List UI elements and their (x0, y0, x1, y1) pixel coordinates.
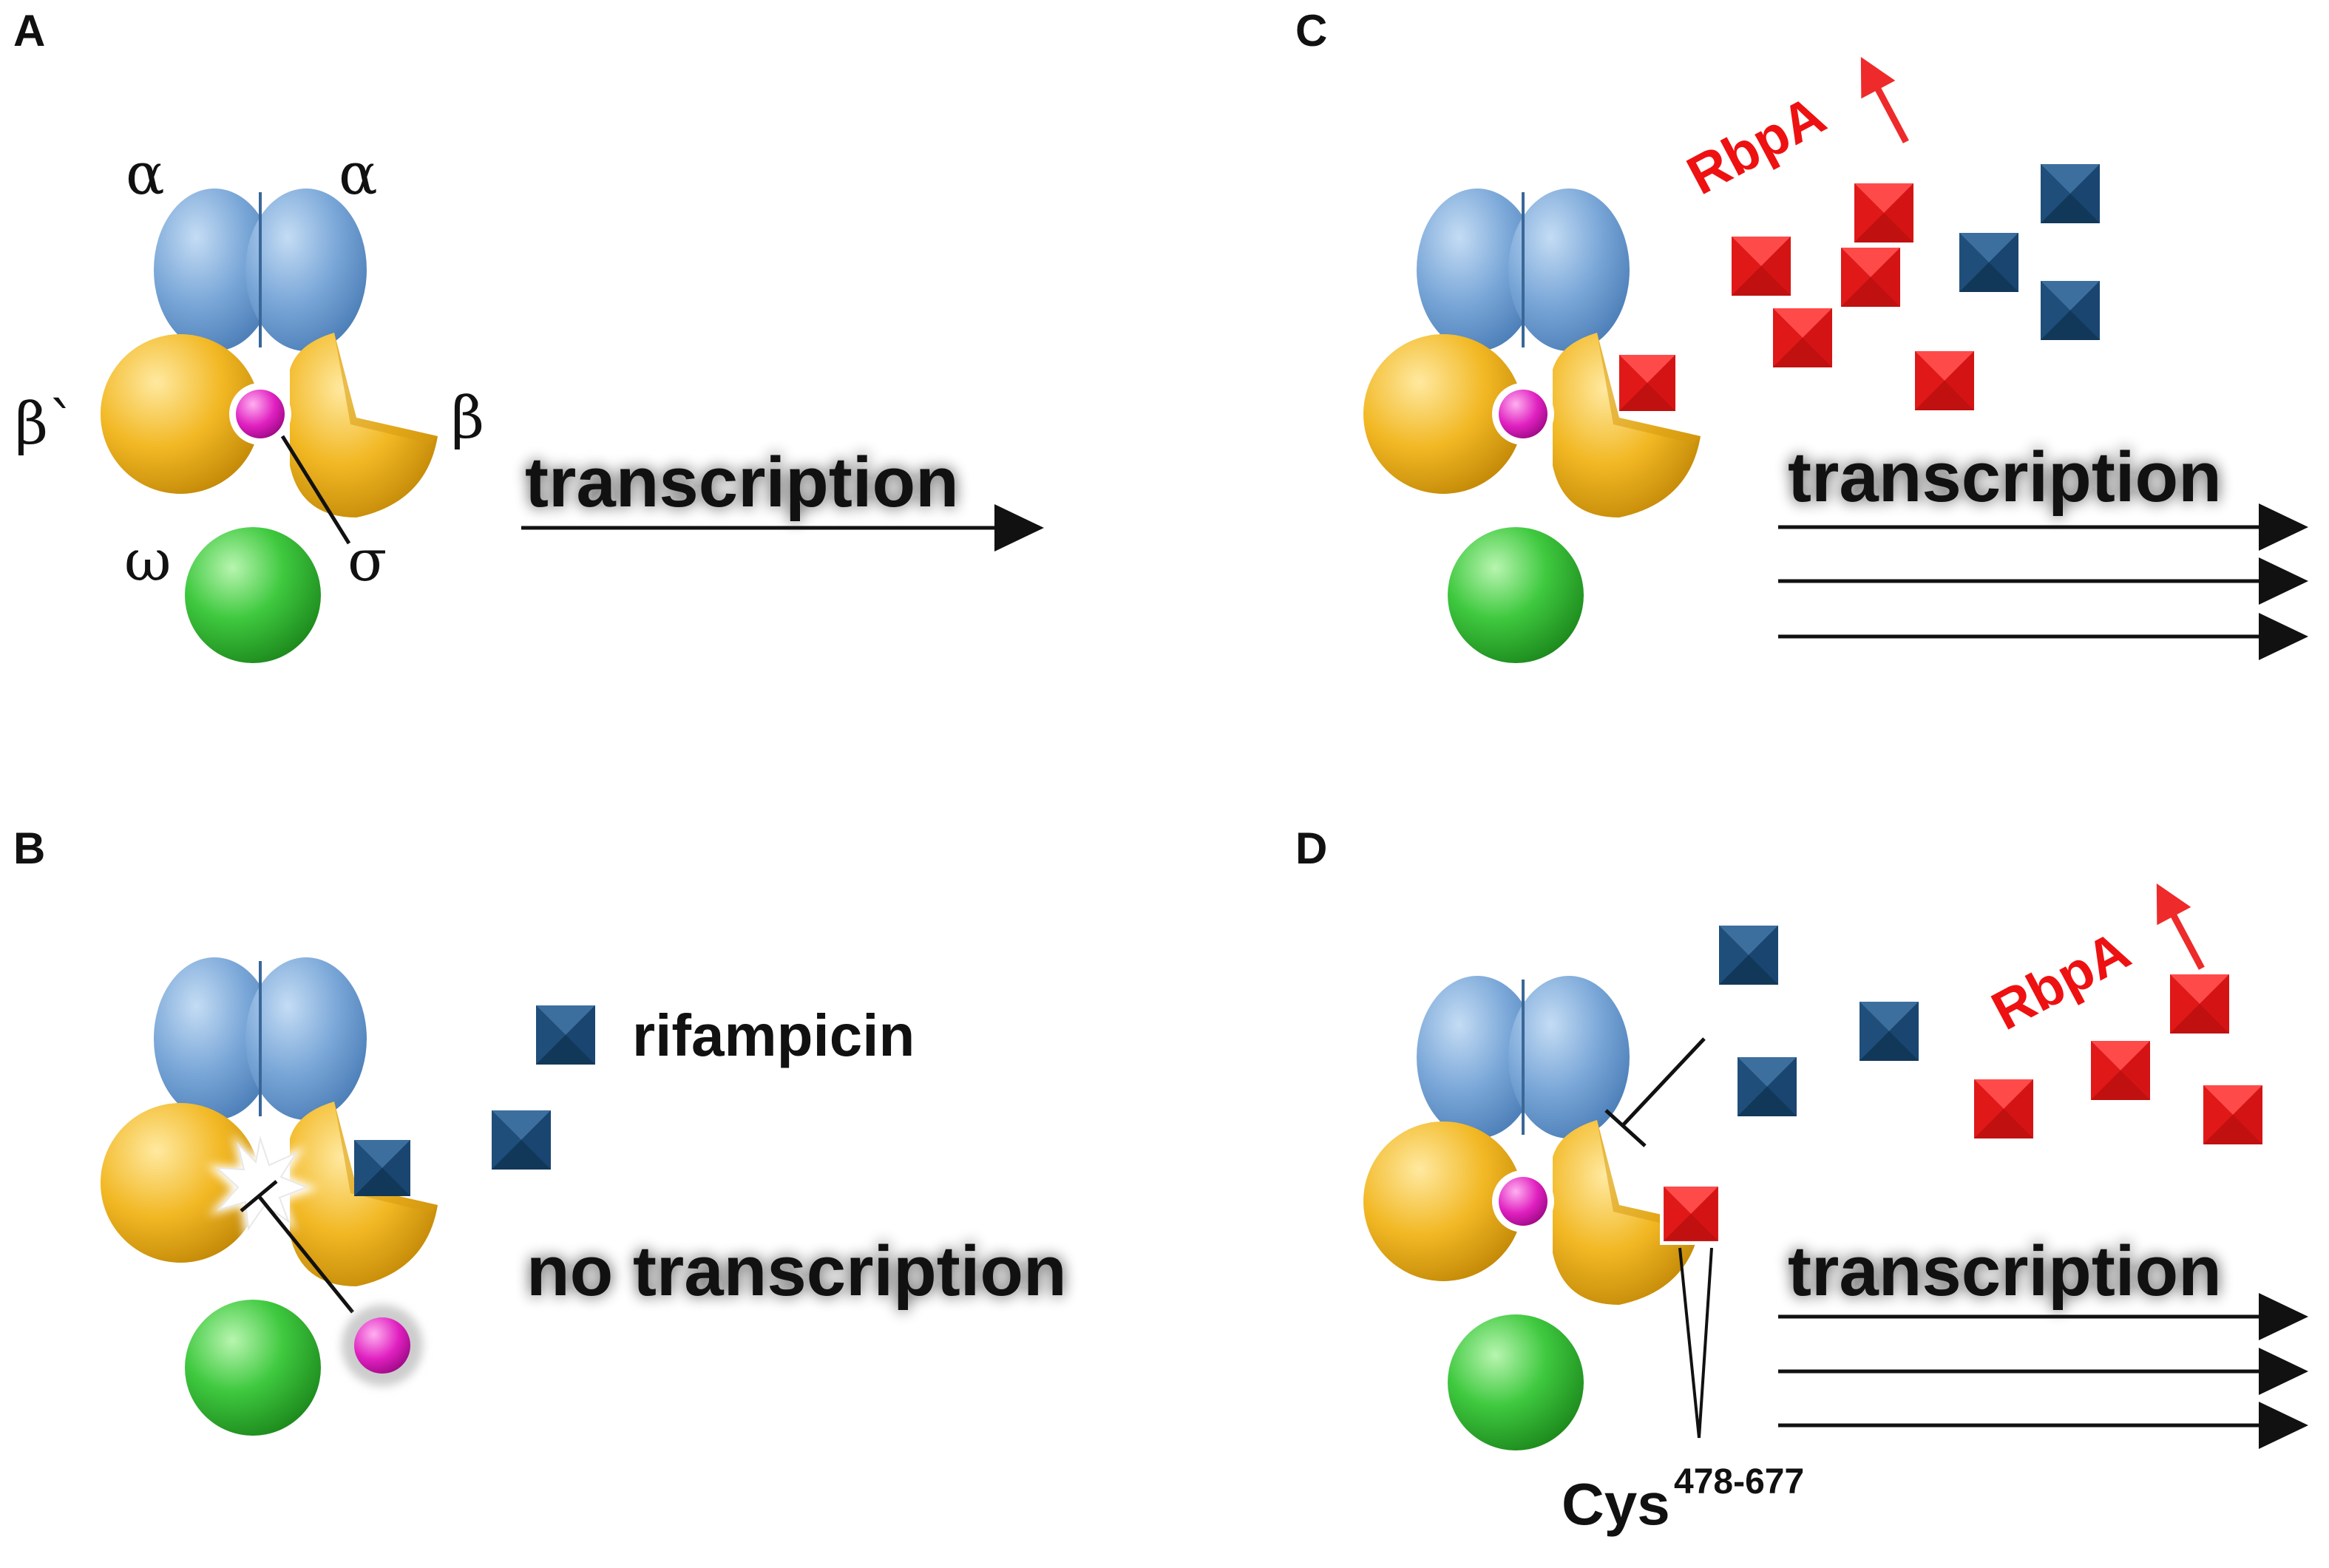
rbpa-label-c: RbpA (1678, 84, 1835, 206)
label-alpha-right: α (339, 141, 378, 208)
transcription-label-a: transcription (525, 443, 959, 522)
rbpa-bound-d (1660, 1183, 1722, 1439)
sigma-factor (1492, 383, 1554, 445)
rna-polymerase-c (1363, 187, 1701, 663)
label-beta-prime: β` (15, 391, 77, 458)
cys-residue-label: Cys 478-677 (1562, 1462, 1804, 1537)
rifampicin-molecules-d (1719, 926, 1919, 1116)
rna-polymerase-d (1363, 974, 1701, 1450)
transcription-label-a-text: transcription (525, 443, 959, 522)
transcription-label-c-glow: transcription (1788, 438, 2222, 517)
alpha-subunits (152, 187, 368, 353)
sigma-factor (229, 383, 291, 445)
rbpa-bound (1619, 355, 1675, 411)
rifampicin-free (492, 1110, 551, 1170)
rbpa-upregulated-label-c: RbpA (1678, 57, 1909, 206)
label-omega: ω (124, 528, 172, 594)
omega-subunit (1448, 527, 1584, 663)
omega-subunit (185, 527, 321, 663)
cys-label: Cys (1562, 1471, 1670, 1537)
transcription-arrow-a: transcription transcription (521, 443, 1044, 551)
panel-a: A α α β` β ω σ transcription transcripti… (13, 6, 1044, 663)
alpha-subunits (1415, 974, 1631, 1140)
omega-subunit (185, 1300, 321, 1436)
no-transcription-label-glow: no transcription (526, 1232, 1067, 1311)
no-transcription-label: no transcription (526, 1232, 1067, 1311)
panel-letter-a: A (13, 6, 45, 55)
alpha-subunits (152, 956, 368, 1121)
label-beta: β (451, 385, 484, 452)
label-alpha-left: α (126, 141, 165, 208)
panel-letter-b: B (13, 824, 45, 873)
rna-polymerase-b (101, 956, 438, 1436)
rifampicin-legend-label: rifampicin (632, 1002, 915, 1068)
up-arrow-icon (1860, 57, 1909, 143)
rbpa-label-d: RbpA (1982, 919, 2140, 1042)
panel-b: B rifampicin no transcription no t (13, 824, 1067, 1436)
transcription-arrows-d: transcription transcription (1778, 1232, 2308, 1449)
rifampicin-legend-icon (536, 1005, 595, 1065)
panel-c: C RbpA tr (1295, 6, 2308, 663)
rifampicin-molecules-c (1959, 164, 2100, 340)
sigma-pointer (280, 435, 351, 545)
rna-polymerase-a (101, 187, 438, 663)
beta-subunit (290, 333, 438, 517)
rifampicin-block-marker (1604, 1037, 1706, 1147)
omega-subunit (1448, 1314, 1584, 1450)
panel-letter-d: D (1295, 824, 1327, 873)
alpha-subunits (1415, 187, 1631, 353)
transcription-arrows-c: transcription transcription (1778, 438, 2308, 660)
sigma-factor (1492, 1170, 1554, 1232)
label-sigma: σ (348, 528, 387, 594)
sigma-blocked-marker (240, 1180, 354, 1314)
empty-sigma-site-burst (207, 1127, 318, 1241)
panel-letter-c: C (1295, 6, 1327, 55)
transcription-label-d: transcription (1788, 1232, 2222, 1311)
released-sigma-factor (342, 1305, 423, 1386)
cys-range-label: 478-677 (1674, 1462, 1804, 1501)
rifampicin-bound (354, 1140, 410, 1196)
rbpa-molecules-c (1732, 183, 1974, 410)
panel-d: D Cys 478-677 (1295, 824, 2308, 1537)
up-arrow-icon (2156, 883, 2205, 970)
transcription-label-c: transcription (1788, 438, 2222, 517)
transcription-label-d-glow: transcription (1788, 1232, 2222, 1311)
